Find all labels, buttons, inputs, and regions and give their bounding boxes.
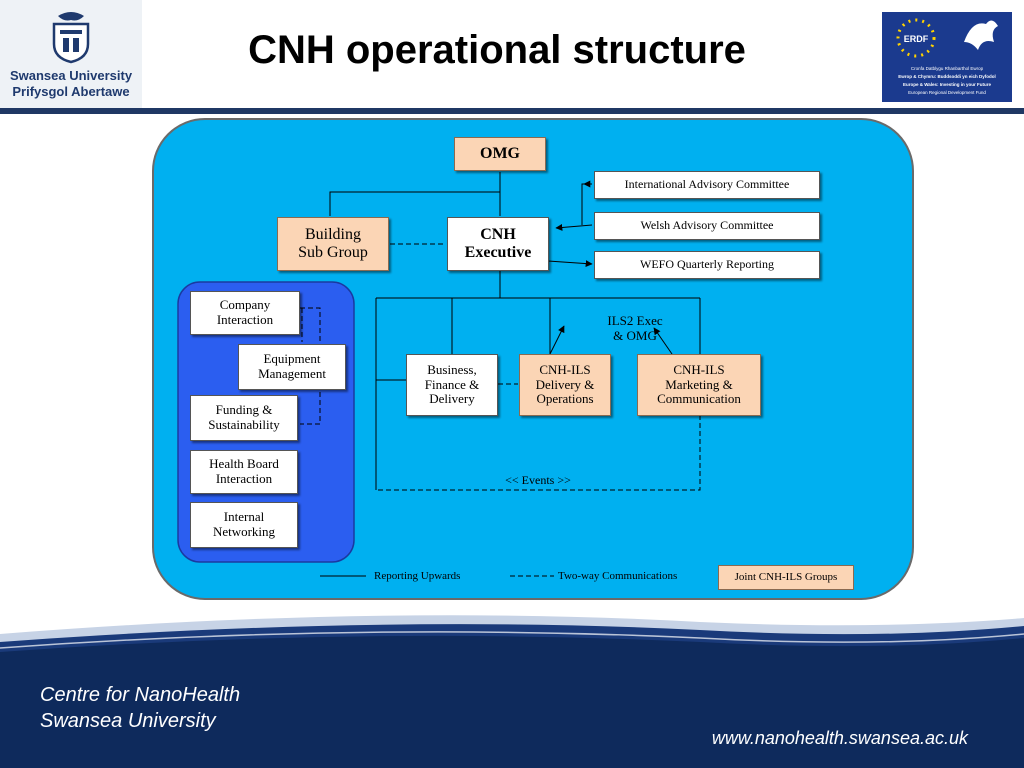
erdf-text-2: Ewrop & Chymru: Buddsoddi yn eich Dyfodo… (898, 74, 996, 79)
line-omg-building (329, 172, 501, 216)
erdf-badge-text: ERDF (904, 34, 929, 44)
node-internal-networking: Internal Networking (190, 502, 298, 548)
erdf-text-3: Europe & Wales: Investing in your Future (902, 82, 992, 87)
footer-organization: Centre for NanoHealth Swansea University (28, 676, 342, 746)
eu-flag-icon: ERDF (896, 18, 998, 58)
arrow-ils2-left (549, 325, 565, 355)
page-title: CNH operational structure (248, 28, 746, 72)
node-health-board: Health Board Interaction (190, 450, 298, 494)
welsh-dragon-icon (964, 20, 998, 50)
dash-events-loop (375, 380, 701, 491)
footer-url-box: www.nanohealth.swansea.ac.uk (602, 690, 1012, 756)
node-wefo-reporting: WEFO Quarterly Reporting (594, 251, 820, 279)
node-international-advisory: International Advisory Committee (594, 171, 820, 199)
logo-text-welsh: Prifysgol Abertawe (12, 84, 130, 99)
footer-org-line2: Swansea University (40, 710, 216, 732)
label-ils2-exec: ILS2 Exec & OMG (607, 313, 663, 343)
org-chart: OMG Building Sub Group CNH Executive Int… (152, 118, 914, 600)
node-funding-sustainability: Funding & Sustainability (190, 395, 298, 441)
node-welsh-advisory: Welsh Advisory Committee (594, 212, 820, 240)
erdf-text-1: Cronfa Datblygu Rhanbarthol Ewrop (910, 66, 984, 71)
node-cnh-ils-marketing: CNH-ILS Marketing & Communication (637, 354, 761, 416)
node-equipment-management: Equipment Management (238, 344, 346, 390)
arrow-ils2-right (653, 327, 673, 355)
node-building-sub-group: Building Sub Group (277, 217, 389, 271)
crest-icon (52, 12, 90, 64)
dash-panel-right (300, 307, 321, 425)
arrow-wefo (547, 260, 593, 268)
footer-org-line1: Centre for NanoHealth (40, 684, 241, 706)
university-logo: Swansea University Prifysgol Abertawe (0, 0, 142, 108)
logo-text-english: Swansea University (9, 68, 133, 83)
legend-reporting: Reporting Upwards (374, 570, 461, 582)
legend-two-way: Two-way Communications (558, 570, 678, 582)
arrow-welsh (555, 223, 593, 231)
erdf-text-4: European Regional Development Fund (908, 90, 986, 95)
footer-url[interactable]: www.nanohealth.swansea.ac.uk (711, 728, 968, 748)
node-cnh-executive: CNH Executive (447, 217, 549, 271)
label-events: << Events >> (505, 473, 571, 487)
erdf-logo: ERDF Cronfa Datblygu Rhanbarthol Ewrop E… (882, 12, 1012, 102)
slide-header: Swansea University Prifysgol Abertawe CN… (0, 0, 1024, 108)
node-cnh-ils-delivery: CNH-ILS Delivery & Operations (519, 354, 611, 416)
header-rule (0, 108, 1024, 114)
node-omg: OMG (454, 137, 546, 171)
node-business-finance: Business, Finance & Delivery (406, 354, 498, 416)
legend-joint-groups: Joint CNH-ILS Groups (718, 565, 854, 590)
node-company-interaction: Company Interaction (190, 291, 300, 335)
